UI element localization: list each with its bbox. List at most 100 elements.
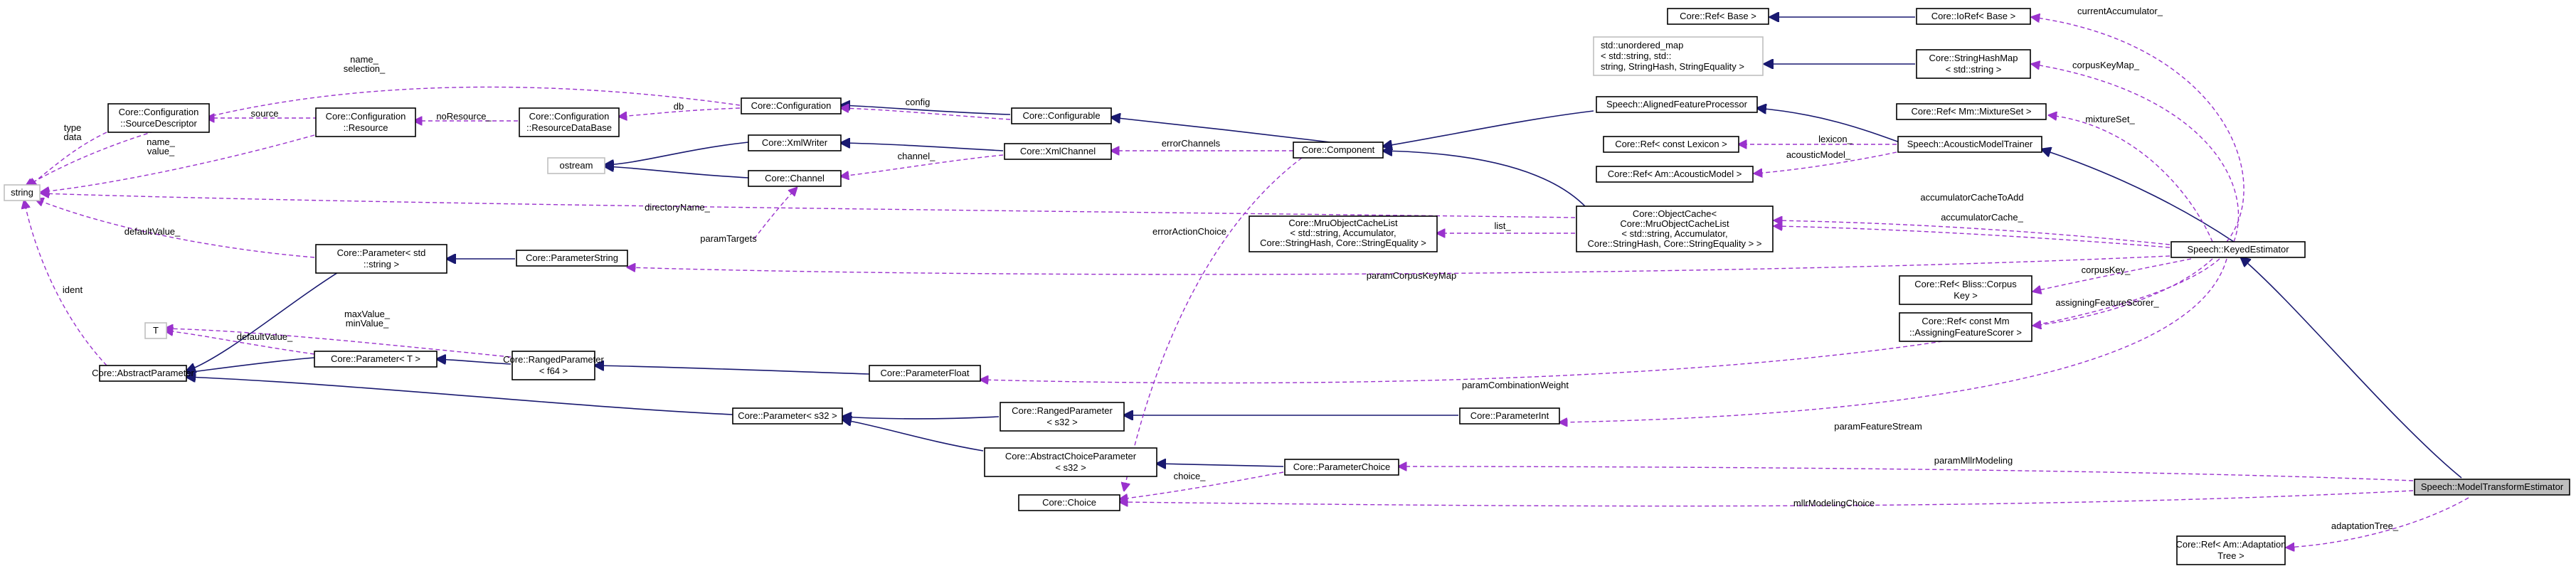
- edge-param-s32-to-abstract: [186, 377, 733, 415]
- label-config: config: [906, 97, 931, 107]
- node-parameter-t[interactable]: Core::Parameter< T >: [314, 351, 438, 368]
- svg-text:Core::Component: Core::Component: [1302, 144, 1375, 155]
- edge-keyed-to-amtrainer: [2042, 149, 2235, 242]
- edge-component-to-choice: [1124, 157, 1303, 491]
- edge-objectcache-to-component: [1383, 151, 1587, 208]
- svg-text:Core::ObjectCache<Core::MruObj: Core::ObjectCache<Core::MruObjectCacheLi…: [1588, 208, 1762, 249]
- edge-paramtmpl-to-abstract: [186, 270, 342, 371]
- svg-text:Core::Ref< Am::AcousticModel >: Core::Ref< Am::AcousticModel >: [1608, 169, 1742, 179]
- node-xml-channel[interactable]: Core::XmlChannel: [1004, 143, 1112, 160]
- label-db: db: [674, 101, 684, 112]
- svg-text:Core::Configuration: Core::Configuration: [751, 100, 832, 111]
- label-mllr-modeling-choice: mllrModelingChoice: [1793, 498, 1875, 508]
- node-resource-database[interactable]: Core::Configuration::ResourceDataBase: [519, 107, 620, 137]
- usage-edges: [24, 17, 2469, 548]
- node-configuration[interactable]: Core::Configuration: [741, 97, 842, 114]
- svg-text:Core::Ref< const Mm::Assigning: Core::Ref< const Mm::AssigningFeatureSco…: [1909, 316, 2022, 338]
- svg-text:Speech::AcousticModelTrainer: Speech::AcousticModelTrainer: [1907, 139, 2033, 149]
- node-parameter-string[interactable]: Core::ParameterString: [516, 250, 628, 267]
- edge-alignedfp-to-component: [1383, 110, 1594, 146]
- edge-xmlchannel-to-xmlwriter: [841, 143, 1004, 151]
- label-default-value-t: defaultValue_: [237, 331, 293, 342]
- node-keyed-estimator[interactable]: Speech::KeyedEstimator: [2170, 241, 2306, 258]
- node-parameter-string-template[interactable]: Core::Parameter< std::string >: [315, 244, 447, 274]
- class-nodes: string Core::Configuration::SourceDescri…: [4, 8, 2570, 565]
- label-param-targets: paramTargets: [700, 233, 757, 244]
- node-abstract-parameter[interactable]: Core::AbstractParameter: [92, 365, 195, 382]
- svg-text:Core::Parameter< std::string >: Core::Parameter< std::string >: [337, 247, 426, 270]
- node-object-cache[interactable]: Core::ObjectCache<Core::MruObjectCacheLi…: [1576, 206, 1774, 252]
- svg-text:ostream: ostream: [560, 160, 593, 171]
- svg-text:Core::ParameterFloat: Core::ParameterFloat: [881, 368, 970, 378]
- node-mru-object-cache-list[interactable]: Core::MruObjectCacheList< std::string, A…: [1249, 215, 1438, 252]
- node-parameter-choice[interactable]: Core::ParameterChoice: [1284, 459, 1399, 476]
- node-std-unordered-map[interactable]: std::unordered_map< std::string, std::st…: [1593, 36, 1764, 76]
- label-accumulator-cache-to-add: accumulatorCacheToAdd: [1920, 192, 2023, 203]
- label-error-channels: errorChannels: [1162, 138, 1221, 149]
- edge-paramchoice-to-abstractchoice: [1157, 464, 1284, 466]
- edge-parameter-t-to-t: [165, 331, 315, 355]
- label-default-value-string: defaultValue_: [124, 226, 181, 237]
- node-source-descriptor[interactable]: Core::Configuration::SourceDescriptor: [107, 103, 210, 133]
- label-assigning-feature-scorer: assigningFeatureScorer_: [2055, 297, 2159, 308]
- node-configurable[interactable]: Core::Configurable: [1011, 107, 1112, 124]
- node-parameter-int[interactable]: Core::ParameterInt: [1459, 407, 1560, 425]
- svg-text:Core::Ref< Mm::MixtureSet >: Core::Ref< Mm::MixtureSet >: [1911, 106, 2031, 117]
- edge-parameter-t-to-abstract: [186, 357, 315, 373]
- node-ioref-base[interactable]: Core::IoRef< Base >: [1916, 8, 2031, 25]
- node-t[interactable]: T: [144, 322, 167, 339]
- node-ref-acoustic-model[interactable]: Core::Ref< Am::AcousticModel >: [1596, 166, 1754, 183]
- label-source: source: [250, 108, 278, 119]
- node-channel[interactable]: Core::Channel: [748, 170, 842, 187]
- node-xml-writer[interactable]: Core::XmlWriter: [748, 134, 842, 151]
- edge-abstractchoice-to-param-s32: [842, 420, 984, 452]
- node-choice[interactable]: Core::Choice: [1018, 494, 1120, 511]
- edge-keyed-to-paramfloat: [980, 258, 2220, 383]
- svg-text:Core::XmlChannel: Core::XmlChannel: [1020, 146, 1096, 156]
- label-max-min: maxValue_minValue_: [344, 309, 391, 329]
- edge-paramstring-to-channel: [753, 188, 797, 240]
- node-ranged-parameter-s32[interactable]: Core::RangedParameter< s32 >: [1000, 402, 1125, 432]
- label-corpus-key: corpusKey_: [2082, 265, 2131, 275]
- svg-text:Core::Configuration::ResourceD: Core::Configuration::ResourceDataBase: [526, 111, 612, 133]
- label-lexicon: lexicon_: [1818, 134, 1853, 144]
- node-parameter-s32[interactable]: Core::Parameter< s32 >: [732, 407, 843, 425]
- node-abstract-choice-parameter-s32[interactable]: Core::AbstractChoiceParameter< s32 >: [984, 447, 1157, 477]
- svg-text:Core::XmlWriter: Core::XmlWriter: [762, 137, 828, 148]
- node-acoustic-model-trainer[interactable]: Speech::AcousticModelTrainer: [1897, 136, 2042, 153]
- label-adaptation-tree: adaptationTree_: [2331, 521, 2399, 531]
- edge-keyed-to-objectcache-add: [1774, 220, 2170, 245]
- svg-text:Core::Configurable: Core::Configurable: [1022, 110, 1100, 121]
- node-string[interactable]: string: [4, 184, 41, 201]
- node-string-hash-map[interactable]: Core::StringHashMap< std::string >: [1916, 49, 2031, 79]
- node-ostream[interactable]: ostream: [547, 157, 605, 174]
- node-ranged-parameter-f64[interactable]: Core::RangedParameter< f64 >: [503, 351, 604, 380]
- svg-text:Core::Choice: Core::Choice: [1042, 497, 1096, 508]
- node-parameter-float[interactable]: Core::ParameterFloat: [869, 365, 981, 382]
- node-component[interactable]: Core::Component: [1293, 142, 1384, 159]
- label-acoustic-model: acousticModel_: [1786, 149, 1851, 160]
- node-configuration-resource[interactable]: Core::Configuration::Resource: [315, 107, 416, 137]
- node-aligned-feature-processor[interactable]: Speech::AlignedFeatureProcessor: [1596, 96, 1758, 113]
- svg-text:Core::Ref< Base >: Core::Ref< Base >: [1680, 11, 1756, 21]
- edge-configurable-to-configuration-use: [841, 108, 1011, 120]
- edge-channel-to-ostream: [605, 166, 749, 178]
- label-channel: channel_: [898, 151, 936, 161]
- label-param-combination-weight: paramCombinationWeight: [1462, 380, 1569, 390]
- edge-keyed-to-corpuskey: [2033, 258, 2192, 292]
- edge-keyed-to-stringhashmap: [2032, 64, 2240, 242]
- svg-text:Speech::KeyedEstimator: Speech::KeyedEstimator: [2187, 244, 2289, 255]
- node-ref-base[interactable]: Core::Ref< Base >: [1667, 8, 1769, 25]
- label-ident: ident: [63, 284, 83, 295]
- edge-ranged-f64-to-t: [165, 329, 512, 358]
- edge-keyed-to-mixtureset: [2049, 115, 2213, 242]
- node-ref-lexicon[interactable]: Core::Ref< const Lexicon >: [1603, 136, 1739, 153]
- node-ref-assigning-feature-scorer[interactable]: Core::Ref< const Mm::AssigningFeatureSco…: [1899, 312, 2032, 342]
- node-ref-mixture-set[interactable]: Core::Ref< Mm::MixtureSet >: [1896, 103, 2047, 120]
- node-model-transform-estimator[interactable]: Speech::ModelTransformEstimator: [2414, 479, 2570, 496]
- inheritance-edges: [186, 17, 2462, 479]
